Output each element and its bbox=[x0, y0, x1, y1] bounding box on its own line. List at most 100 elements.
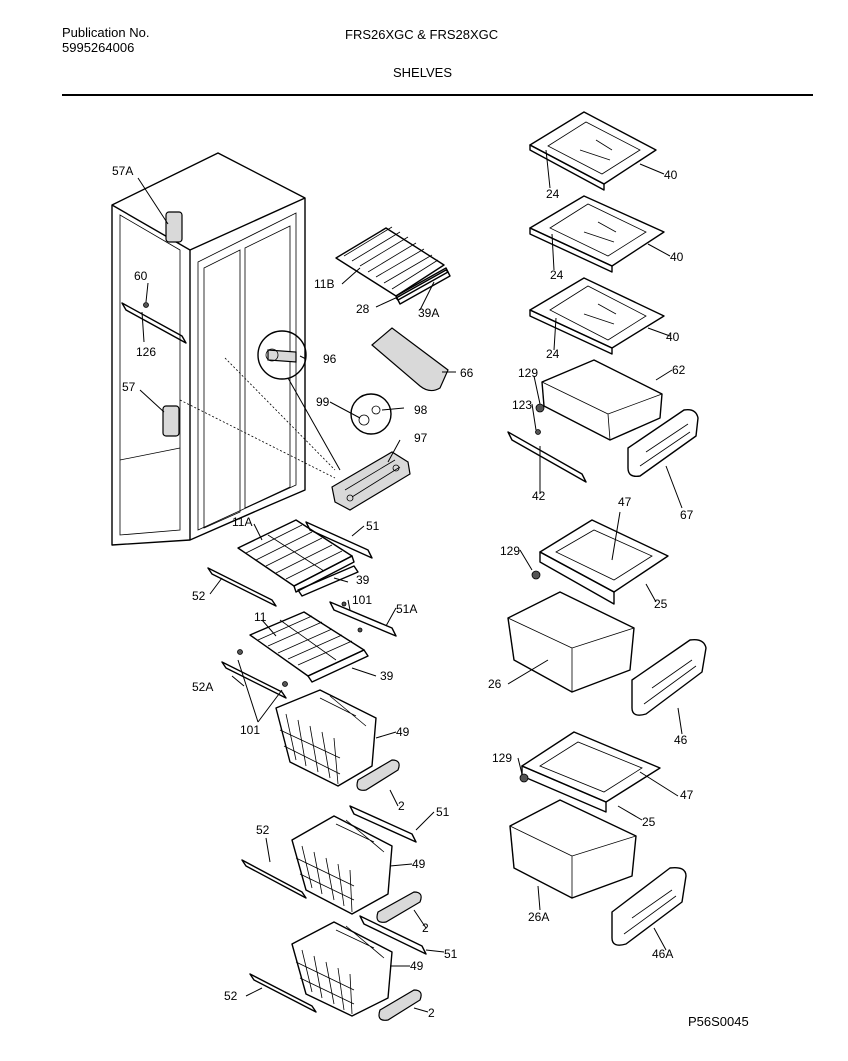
callout-25: 25 bbox=[654, 597, 668, 611]
rail-52-mid bbox=[241, 859, 307, 899]
callout-26: 26 bbox=[488, 677, 502, 691]
callout-101-b: 101 bbox=[240, 723, 260, 737]
callout-98: 98 bbox=[414, 403, 428, 417]
callout-57a: 57A bbox=[112, 164, 133, 178]
callout-123: 123 bbox=[512, 398, 532, 412]
rail-52a bbox=[221, 661, 287, 699]
rail-39-top bbox=[297, 565, 359, 597]
callout-24-c: 24 bbox=[546, 347, 560, 361]
callout-24: 24 bbox=[546, 187, 560, 201]
callout-101: 101 bbox=[352, 593, 372, 607]
screw-123 bbox=[535, 429, 541, 435]
callout-24-b: 24 bbox=[550, 268, 564, 282]
callout-47-b: 47 bbox=[680, 788, 694, 802]
callout-11b: 11B bbox=[314, 277, 334, 291]
front-46a bbox=[611, 866, 687, 946]
rail-126 bbox=[121, 302, 187, 344]
callout-40: 40 bbox=[664, 168, 678, 182]
callout-26a: 26A bbox=[528, 910, 549, 924]
callout-129: 129 bbox=[518, 366, 538, 380]
detail-circle-98 bbox=[350, 393, 392, 435]
handle-2-top bbox=[356, 759, 400, 791]
rail-51-mid bbox=[349, 805, 417, 843]
callout-47: 47 bbox=[618, 495, 632, 509]
callout-49-b: 49 bbox=[412, 857, 426, 871]
callout-28: 28 bbox=[356, 302, 370, 316]
callout-25-b: 25 bbox=[642, 815, 656, 829]
callout-49: 49 bbox=[396, 725, 410, 739]
rail-42 bbox=[507, 431, 587, 483]
header-rule bbox=[62, 94, 813, 96]
basket-top bbox=[275, 689, 400, 791]
callout-39-b: 39 bbox=[380, 669, 394, 683]
callout-67: 67 bbox=[680, 508, 694, 522]
callout-126: 126 bbox=[136, 345, 156, 359]
rail-51-low bbox=[359, 915, 427, 955]
cover-47-top bbox=[539, 519, 669, 593]
callout-46a: 46A bbox=[652, 947, 673, 961]
callout-42: 42 bbox=[532, 489, 546, 503]
cabinet bbox=[111, 152, 306, 546]
front-46 bbox=[631, 638, 707, 716]
pan-26a bbox=[509, 799, 637, 899]
rail-52-bottom bbox=[249, 973, 317, 1013]
basket-middle bbox=[291, 815, 422, 923]
handle-2-bottom bbox=[378, 989, 422, 1021]
publication-label: Publication No. bbox=[62, 25, 150, 40]
shelf-11b bbox=[335, 226, 451, 305]
callout-39a: 39A bbox=[418, 306, 439, 320]
pan-26 bbox=[507, 591, 635, 693]
cover-67 bbox=[627, 408, 699, 478]
callout-2: 2 bbox=[398, 799, 405, 813]
callout-40-b: 40 bbox=[670, 250, 684, 264]
cabinet-vent-57 bbox=[162, 405, 180, 437]
callout-52-b: 52 bbox=[256, 823, 270, 837]
callout-2-b: 2 bbox=[422, 921, 429, 935]
glass-shelf-2 bbox=[529, 195, 665, 273]
callout-52a: 52A bbox=[192, 680, 213, 694]
glass-shelf-1 bbox=[529, 111, 657, 191]
section-title: SHELVES bbox=[393, 65, 453, 80]
cabinet-vent-57a bbox=[165, 211, 183, 243]
drawing-reference: P56S0045 bbox=[688, 1014, 749, 1029]
callout-39: 39 bbox=[356, 573, 370, 587]
callout-99: 99 bbox=[316, 395, 330, 409]
rail-51a bbox=[329, 601, 397, 637]
handle-2-mid bbox=[376, 891, 422, 923]
callout-129-b: 129 bbox=[500, 544, 520, 558]
callout-60: 60 bbox=[134, 269, 148, 283]
callout-129-c: 129 bbox=[492, 751, 512, 765]
callout-labels: 57A 60 126 57 11B 28 39A 96 66 99 98 97 … bbox=[112, 164, 694, 1020]
callout-40-c: 40 bbox=[666, 330, 680, 344]
callout-11a: 11A bbox=[232, 515, 252, 529]
model-numbers: FRS26XGC & FRS28XGC bbox=[345, 27, 499, 42]
callout-51a: 51A bbox=[396, 602, 417, 616]
callout-57: 57 bbox=[122, 380, 136, 394]
screw-60 bbox=[143, 302, 149, 308]
callout-66: 66 bbox=[460, 366, 474, 380]
callout-11: 11 bbox=[254, 610, 267, 624]
clip-129-b bbox=[531, 570, 541, 580]
callout-96: 96 bbox=[323, 352, 337, 366]
callout-51-b: 51 bbox=[436, 805, 450, 819]
callout-49-c: 49 bbox=[410, 959, 424, 973]
callout-51: 51 bbox=[366, 519, 380, 533]
callout-51-c: 51 bbox=[444, 947, 458, 961]
callout-52: 52 bbox=[192, 589, 206, 603]
chute-97 bbox=[331, 451, 411, 511]
callout-62: 62 bbox=[672, 363, 686, 377]
callout-97: 97 bbox=[414, 431, 428, 445]
glass-shelf-3 bbox=[529, 277, 665, 355]
publication-number: 5995264006 bbox=[62, 40, 135, 55]
clip-129-c bbox=[519, 773, 529, 783]
callout-2-c: 2 bbox=[428, 1006, 435, 1020]
pan-62 bbox=[541, 359, 663, 441]
clip-129-a bbox=[535, 403, 545, 413]
shelf-11 bbox=[221, 601, 397, 699]
bracket-66 bbox=[371, 327, 449, 392]
detail-circle-96 bbox=[257, 330, 307, 380]
callout-46: 46 bbox=[674, 733, 688, 747]
callout-52-c: 52 bbox=[224, 989, 238, 1003]
shelf-11a bbox=[207, 519, 373, 607]
